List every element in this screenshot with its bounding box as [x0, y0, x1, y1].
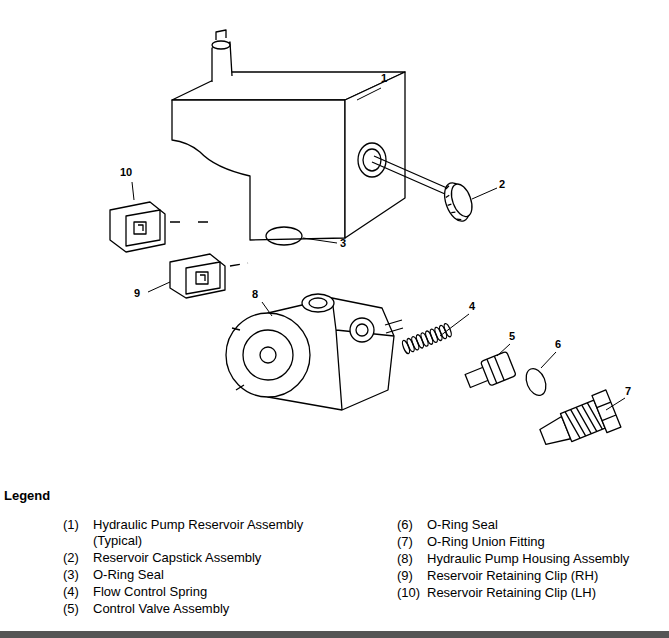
legend-text: Hydraulic Pump Reservoir Assembly (Typic…: [93, 517, 315, 549]
pump-housing-drawing: [226, 294, 403, 410]
capstick-drawing: [372, 156, 477, 225]
legend-text: Control Valve Assembly: [93, 601, 229, 617]
legend-number: (4): [63, 584, 79, 600]
callout-number: 7: [625, 385, 631, 398]
legend-number: (3): [63, 567, 79, 583]
legend-number: (1): [63, 517, 79, 533]
legend-text: Hydraulic Pump Housing Assembly: [427, 551, 629, 567]
valve-drawing: [463, 351, 516, 393]
callout-number: 1: [381, 72, 387, 85]
legend-text: Flow Control Spring: [93, 584, 207, 600]
legend-text: Reservoir Capstick Assembly: [93, 550, 261, 566]
callout-number: 3: [340, 237, 346, 250]
o-ring-drawing: [266, 227, 302, 245]
legend-number: (9): [397, 568, 413, 584]
reservoir-drawing: [172, 30, 405, 240]
legend-number: (10): [397, 585, 420, 601]
legend-number: (5): [63, 601, 79, 617]
callout-number: 4: [469, 300, 475, 313]
legend-number: (7): [397, 534, 413, 550]
callout-number: 6: [555, 338, 561, 351]
legend-text: Reservoir Retaining Clip (RH): [427, 568, 598, 584]
legend-text: O-Ring Seal: [93, 567, 164, 583]
legend-heading: Legend: [4, 488, 50, 504]
callout-number: 2: [499, 178, 505, 191]
legend-text: Reservoir Retaining Clip (LH): [427, 585, 596, 601]
o-ring-drawing: [522, 366, 549, 399]
callout-number: 5: [509, 330, 515, 343]
callout-number: 9: [134, 287, 140, 300]
callout-number: 10: [120, 166, 132, 179]
spring-drawing: [401, 323, 453, 355]
legend-text: O-Ring Seal: [427, 517, 498, 533]
legend-text: O-Ring Union Fitting: [427, 534, 545, 550]
bottom-bar: [0, 631, 669, 638]
callout-number: 8: [252, 288, 258, 301]
legend-number: (6): [397, 517, 413, 533]
legend-number: (2): [63, 550, 79, 566]
clip-drawing: [110, 202, 216, 252]
legend-number: (8): [397, 551, 413, 567]
clip-drawing: [170, 254, 248, 298]
fitting-drawing: [535, 390, 620, 456]
leader-lines: [132, 88, 625, 410]
